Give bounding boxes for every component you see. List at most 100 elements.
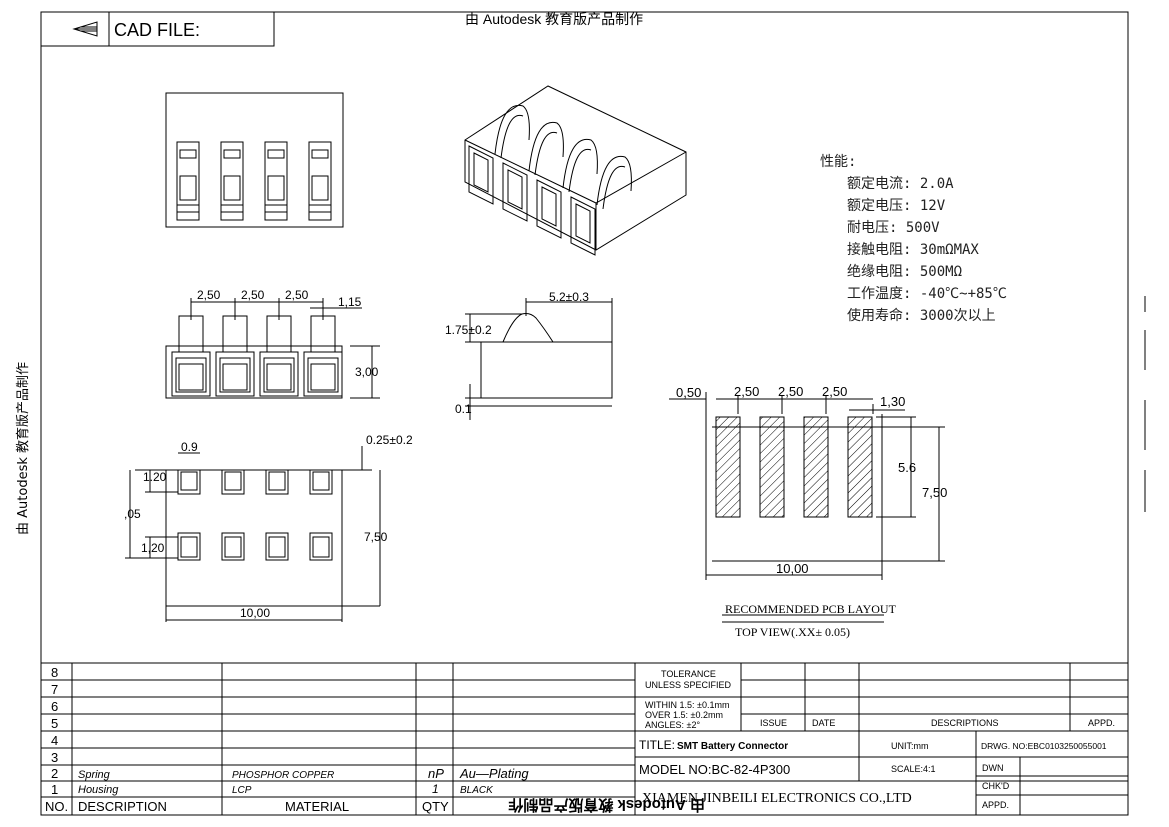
bom-item-1-qty: 1 bbox=[432, 782, 439, 796]
tb-within-3: ANGLES: ±2° bbox=[645, 720, 700, 730]
bottom-dim-width: 10,00 bbox=[240, 606, 270, 620]
tb-tolerance-1: TOLERANCE bbox=[661, 669, 716, 679]
tb-within-2: OVER 1.5: ±0.2mm bbox=[645, 710, 723, 720]
pcb-dim-inner: 5.6 bbox=[898, 460, 916, 475]
bom-row-3: 3 bbox=[51, 750, 58, 765]
pcb-view: TOP VIEW(.XX± 0.05) bbox=[735, 625, 850, 639]
bottom-view-pad bbox=[266, 470, 288, 560]
front-view-pin bbox=[260, 316, 298, 396]
top-view-pin bbox=[265, 142, 287, 220]
tb-within-1: WITHIN 1.5: ±0.1mm bbox=[645, 700, 729, 710]
spec-heading: 性能: bbox=[820, 154, 856, 170]
pcb-dim-pitch-1: 2,50 bbox=[734, 384, 759, 399]
pcb-dim-width: 10,00 bbox=[776, 561, 809, 576]
bom-header-desc: DESCRIPTION bbox=[78, 799, 167, 814]
spec-line-3: 耐电压: 500V bbox=[847, 220, 940, 236]
iso-view bbox=[465, 86, 686, 255]
tb-model: MODEL NO:BC-82-4P300 bbox=[639, 762, 790, 777]
tb-dwn: DWN bbox=[982, 763, 1004, 773]
front-view-pin bbox=[216, 316, 254, 396]
tb-descriptions: DESCRIPTIONS bbox=[931, 718, 999, 728]
bottom-view-pad bbox=[222, 470, 244, 560]
spec-line-7: 使用寿命: 3000次以上 bbox=[847, 307, 996, 324]
spec-line-4: 接触电阻: 30mΩMAX bbox=[847, 241, 979, 258]
side-view bbox=[465, 298, 612, 420]
cad-file-label: CAD FILE: bbox=[114, 20, 200, 40]
pcb-dim-pitch-2: 2,50 bbox=[778, 384, 803, 399]
spec-line-1: 额定电流: 2.0A bbox=[847, 176, 954, 192]
bom-header-material: MATERIAL bbox=[285, 799, 349, 814]
pcb-pad bbox=[804, 417, 828, 517]
bottom-view bbox=[125, 446, 380, 622]
front-dim-pitch-2: 2,50 bbox=[241, 288, 265, 302]
tb-drwg: DRWG. NO:EBC0103250055001 bbox=[981, 741, 1107, 751]
front-view bbox=[166, 298, 380, 398]
bom-item-2-qty: nP bbox=[428, 766, 444, 781]
tb-appd-2: APPD. bbox=[982, 800, 1009, 810]
pcb-dim-pitch-3: 2,50 bbox=[822, 384, 847, 399]
bottom-dim-pin: 0.9 bbox=[181, 440, 198, 454]
tb-issue: ISSUE bbox=[760, 718, 787, 728]
bottom-dim-05: ,05 bbox=[124, 507, 141, 521]
tb-company: XIAMEN JINBEILI ELECTRONICS CO.,LTD bbox=[642, 791, 912, 806]
bottom-dim-tol: 0.25±0.2 bbox=[366, 433, 413, 447]
pcb-pad bbox=[848, 417, 872, 517]
cad-file-box: CAD FILE: bbox=[41, 12, 274, 46]
top-watermark: 由 Autodesk 教育版产品制作 bbox=[465, 11, 643, 27]
bom-row-1: 1 bbox=[51, 782, 58, 797]
pcb-title: RECOMMENDED PCB LAYOUT bbox=[725, 602, 897, 616]
front-dim-pitch-1: 2,50 bbox=[197, 288, 221, 302]
pcb-layout bbox=[669, 392, 945, 622]
tb-title-value: SMT Battery Connector bbox=[677, 741, 788, 752]
bom-row-5: 5 bbox=[51, 716, 58, 731]
bom-item-1-material: LCP bbox=[232, 785, 252, 796]
bottom-watermark: 由 Autodesk 教育版产品制作 bbox=[508, 796, 705, 814]
bom-item-1-finish: BLACK bbox=[460, 785, 494, 796]
top-view bbox=[166, 93, 343, 227]
bottom-view-pad bbox=[310, 470, 332, 560]
pcb-pad bbox=[760, 417, 784, 517]
tb-title-label: TITLE: bbox=[639, 738, 675, 752]
bom-item-2-desc: Spring bbox=[78, 769, 111, 781]
pcb-pad bbox=[716, 417, 740, 517]
title-block bbox=[635, 663, 1128, 815]
bom-row-8: 8 bbox=[51, 665, 58, 680]
pcb-dim-height: 7,50 bbox=[922, 485, 947, 500]
iso-slot bbox=[469, 105, 529, 204]
cad-file-icon bbox=[74, 22, 97, 36]
iso-slot bbox=[537, 139, 597, 238]
tb-scale: SCALE:4:1 bbox=[891, 764, 936, 774]
bom-item-2-material: PHOSPHOR COPPER bbox=[232, 770, 334, 781]
bom-item-1-desc: Housing bbox=[78, 784, 119, 796]
front-dim-pitch-3: 2,50 bbox=[285, 288, 309, 302]
front-dim-width: 1,15 bbox=[338, 295, 362, 309]
bottom-view-pad bbox=[178, 470, 200, 560]
front-view-pin bbox=[172, 316, 210, 396]
side-watermark: 由 Autodesk 教育版产品制作 bbox=[15, 362, 31, 535]
side-dim-bottom: 0.1 bbox=[455, 402, 472, 416]
tb-unit: UNIT:mm bbox=[891, 741, 929, 751]
front-dim-height: 3,00 bbox=[355, 365, 379, 379]
bom-row-2: 2 bbox=[51, 766, 58, 781]
top-view-pin bbox=[309, 142, 331, 220]
side-dim-top: 5.2±0.3 bbox=[549, 290, 589, 304]
bom-row-7: 7 bbox=[51, 682, 58, 697]
tb-chkd: CHK'D bbox=[982, 781, 1010, 791]
pcb-dim-left: 0,50 bbox=[676, 385, 701, 400]
bom-item-2-finish: Au—Plating bbox=[459, 766, 529, 781]
pcb-dim-pad: 1,30 bbox=[880, 394, 905, 409]
sheet-border bbox=[41, 12, 1128, 815]
top-view-pin bbox=[221, 142, 243, 220]
bom-row-6: 6 bbox=[51, 699, 58, 714]
side-dim-height: 1.75±0.2 bbox=[445, 323, 492, 337]
tb-appd: APPD. bbox=[1088, 718, 1115, 728]
front-view-pin bbox=[304, 316, 342, 396]
spec-line-5: 绝缘电阻: 500MΩ bbox=[847, 264, 962, 280]
iso-slot bbox=[571, 156, 631, 255]
bom-row-4: 4 bbox=[51, 733, 58, 748]
bottom-dim-120a: 1.20 bbox=[143, 470, 167, 484]
bom-header-qty: QTY bbox=[422, 799, 449, 814]
spec-line-2: 额定电压: 12V bbox=[847, 198, 946, 214]
tb-tolerance-2: UNLESS SPECIFIED bbox=[645, 680, 732, 690]
